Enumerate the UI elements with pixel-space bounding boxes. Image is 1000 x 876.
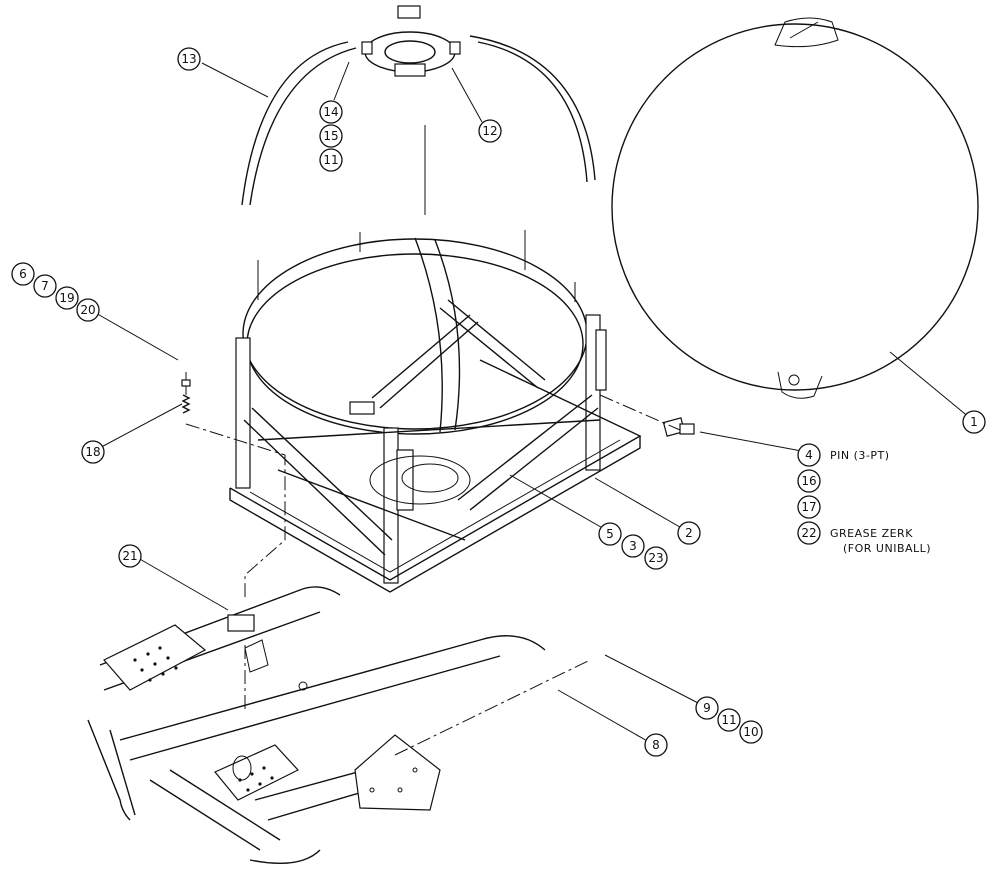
tank-sphere [611, 17, 979, 399]
callout-12-label: 12 [482, 124, 497, 138]
callout-13-label: 13 [181, 52, 196, 66]
callout-11-top: 11 [319, 148, 343, 172]
truck-frame [87, 586, 546, 865]
note-grease-zerk: GREASE ZERK [830, 527, 913, 540]
callout-16-label: 16 [801, 474, 816, 488]
callout-17: 17 [797, 495, 821, 519]
spring-part [181, 372, 191, 414]
callout-14-label: 14 [323, 105, 338, 119]
callout-8: 8 [644, 733, 668, 757]
callout-3: 3 [621, 534, 645, 558]
hold-down-ring [361, 5, 461, 77]
callout-1: 1 [962, 410, 986, 434]
callout-10-label: 10 [743, 725, 758, 739]
callout-12: 12 [478, 119, 502, 143]
callout-15-label: 15 [323, 129, 338, 143]
callout-22-label: 22 [801, 526, 816, 540]
callout-1-label: 1 [970, 415, 978, 429]
pin-part [662, 417, 695, 437]
callout-6-label: 6 [19, 267, 27, 281]
callout-2: 2 [677, 521, 701, 545]
assembly-lines [185, 125, 681, 756]
callout-17-label: 17 [801, 500, 816, 514]
callout-15: 15 [319, 124, 343, 148]
callout-20-label: 20 [80, 303, 95, 317]
leader-lines [91, 61, 971, 743]
callout-14: 14 [319, 100, 343, 124]
step-plate-dots [133, 646, 274, 792]
callout-11-bottom: 11 [717, 708, 741, 732]
callout-19: 19 [55, 286, 79, 310]
callout-21-label: 21 [122, 549, 137, 563]
callout-18: 18 [81, 440, 105, 464]
hold-down-straps [241, 35, 596, 206]
callout-4-label: 4 [805, 448, 813, 462]
callout-23: 23 [644, 546, 668, 570]
callout-22: 22 [797, 521, 821, 545]
callout-13: 13 [177, 47, 201, 71]
callout-5-label: 5 [606, 527, 614, 541]
callout-2-label: 2 [685, 526, 693, 540]
callout-5: 5 [598, 522, 622, 546]
callout-7: 7 [33, 274, 57, 298]
callout-20: 20 [76, 298, 100, 322]
callout-21: 21 [118, 544, 142, 568]
note-for-uniball: (FOR UNIBALL) [843, 542, 931, 555]
callout-18-label: 18 [85, 445, 100, 459]
callout-10: 10 [739, 720, 763, 744]
callout-11-top-label: 11 [323, 153, 338, 167]
callout-6: 6 [11, 262, 35, 286]
note-pin: PIN (3-PT) [830, 449, 890, 462]
callout-4: 4 [797, 443, 821, 467]
callout-16: 16 [797, 469, 821, 493]
callout-3-label: 3 [629, 539, 637, 553]
callout-8-label: 8 [652, 738, 660, 752]
callout-11-bottom-label: 11 [721, 713, 736, 727]
callout-23-label: 23 [648, 551, 663, 565]
callout-9-label: 9 [703, 701, 711, 715]
tank-cradle [229, 230, 642, 593]
callout-19-label: 19 [59, 291, 74, 305]
callout-7-label: 7 [41, 279, 49, 293]
callout-9: 9 [695, 696, 719, 720]
